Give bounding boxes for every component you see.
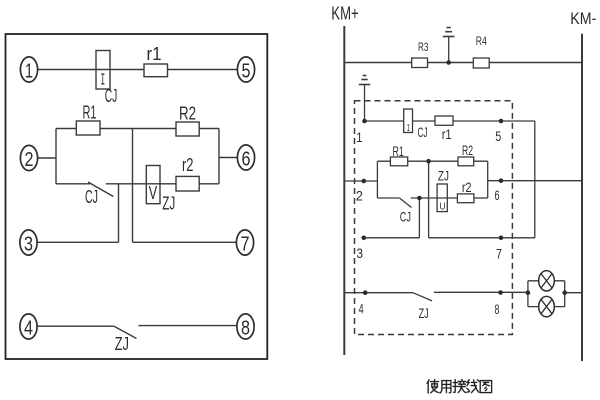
svg-text:5: 5 [495,128,501,144]
svg-text:CJ: CJ [418,124,428,140]
svg-text:KM+: KM+ [331,2,358,23]
svg-text:R2: R2 [462,142,473,158]
svg-text:6: 6 [242,149,251,171]
svg-text:CJ: CJ [105,86,118,106]
svg-text:R1: R1 [83,103,97,123]
svg-text:ZJ: ZJ [419,305,429,321]
svg-text:R4: R4 [476,36,487,48]
svg-text:2: 2 [356,187,363,203]
svg-text:r2: r2 [462,179,472,195]
svg-text:CJ: CJ [400,209,411,225]
svg-text:r1: r1 [442,126,452,142]
svg-text:7: 7 [241,234,250,256]
svg-text:R3: R3 [418,42,428,54]
svg-text:V: V [149,183,157,203]
svg-text:3: 3 [24,234,33,256]
svg-text:8: 8 [495,301,500,317]
svg-text:3: 3 [357,245,364,261]
svg-text:6: 6 [495,187,500,203]
svg-text:I: I [407,124,410,135]
svg-text:r1: r1 [147,44,162,64]
svg-text:4: 4 [359,301,364,317]
svg-text:ZJ: ZJ [162,194,175,214]
svg-text:7: 7 [496,246,502,262]
svg-text:2: 2 [25,149,34,171]
svg-text:R2: R2 [179,104,196,124]
svg-text:r2: r2 [182,155,194,175]
svg-text:4: 4 [24,318,33,340]
svg-text:CJ: CJ [85,187,98,207]
svg-text:ZJ: ZJ [438,167,449,183]
svg-text:ZJ: ZJ [115,334,129,354]
svg-text:8: 8 [241,318,250,340]
svg-text:1: 1 [25,61,33,83]
svg-text:5: 5 [242,61,251,83]
svg-text:KM-: KM- [570,9,596,28]
svg-text:R1: R1 [393,143,404,159]
svg-text:I: I [100,72,105,91]
svg-text:U: U [440,202,446,213]
svg-text:1: 1 [356,129,362,145]
